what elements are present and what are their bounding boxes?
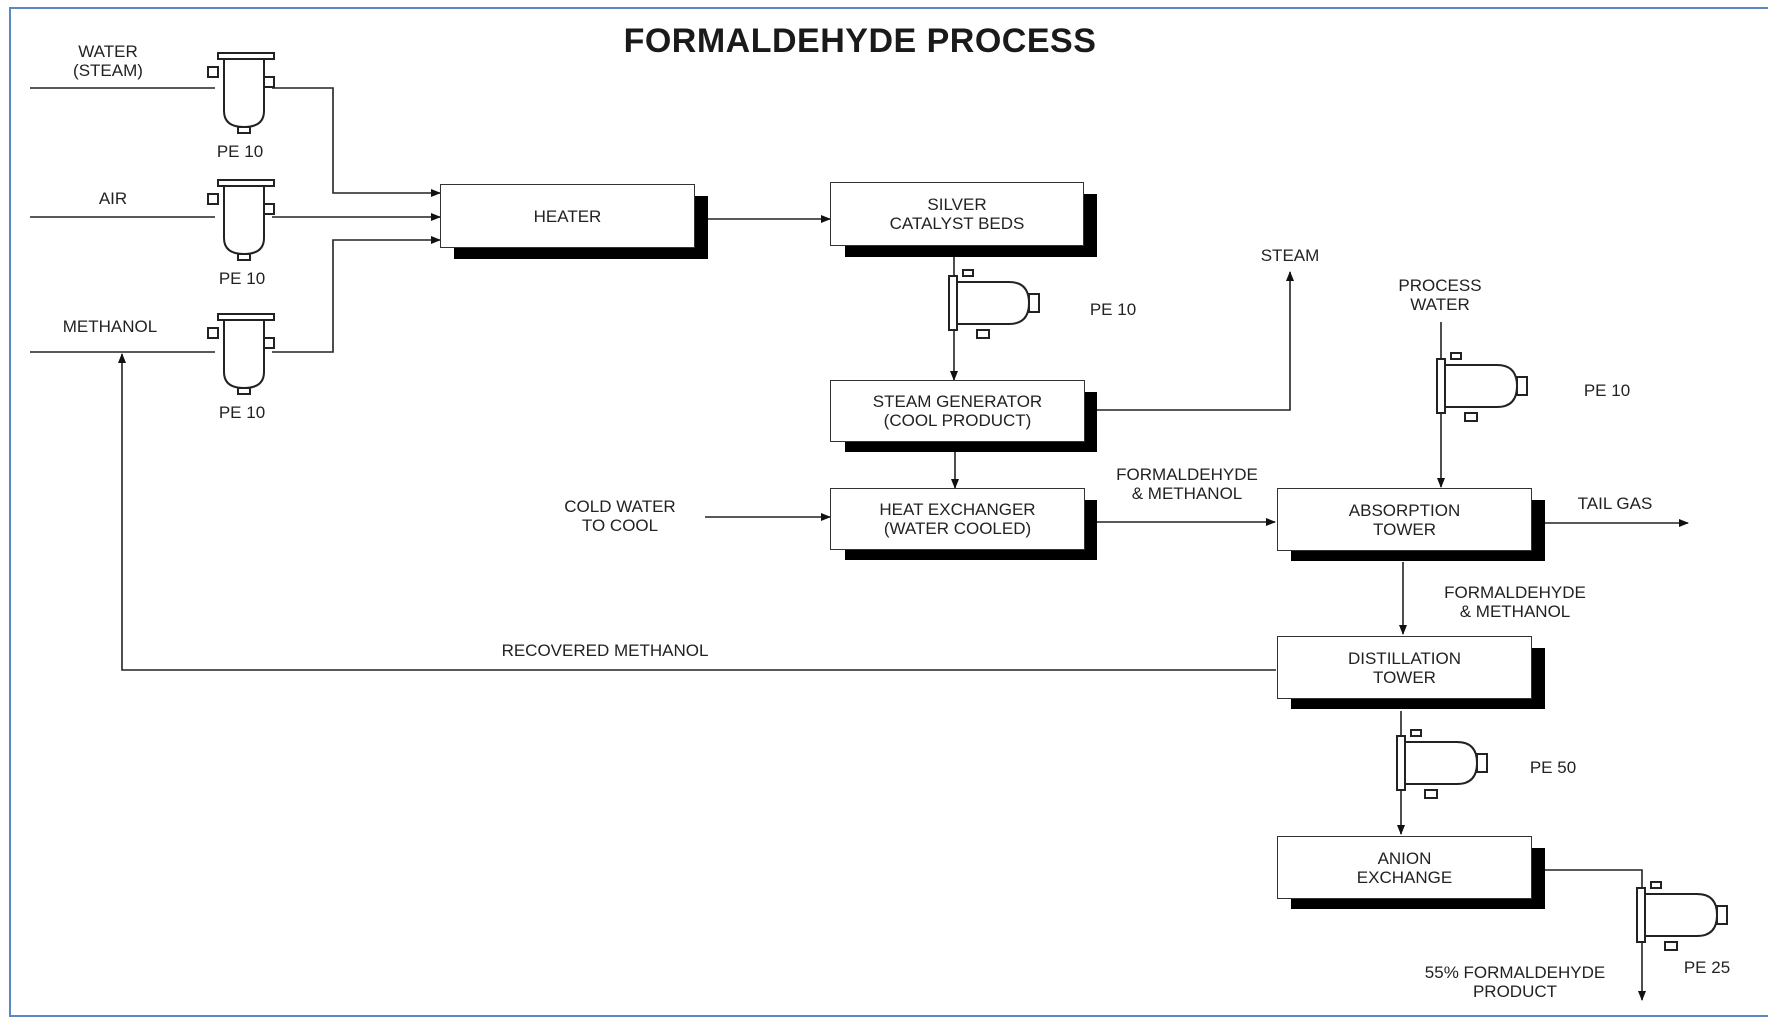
methanol-input-label: METHANOL: [62, 317, 158, 336]
horizontal-filter-icons: [948, 269, 1728, 951]
distillation-tower-box: DISTILLATION TOWER: [1277, 636, 1532, 699]
filter-water-label: PE 10: [216, 142, 264, 161]
steam-generator-box: STEAM GENERATOR (COOL PRODUCT): [830, 380, 1085, 442]
process-water-label: PROCESS WATER: [1398, 276, 1482, 314]
filter-product-icon: [1636, 881, 1728, 951]
filter-air-icon: [207, 179, 275, 261]
filter-distillation-label: PE 50: [1529, 758, 1577, 777]
filter-methanol-label: PE 10: [218, 403, 266, 422]
formaldehyde-methanol-label-2: FORMALDEHYDE & METHANOL: [1444, 583, 1586, 621]
steam-label: STEAM: [1260, 246, 1320, 265]
heat-exchanger-box: HEAT EXCHANGER (WATER COOLED): [830, 488, 1085, 550]
filter-water-icon: [207, 52, 275, 134]
diagram-title: FORMALDEHYDE PROCESS: [623, 22, 1097, 60]
product-label: 55% FORMALDEHYDE PRODUCT: [1424, 963, 1606, 1001]
water-to-heater: [272, 87, 441, 197]
recovered-methanol-label: RECOVERED METHANOL: [501, 641, 709, 660]
filter-process-water-icon: [1436, 352, 1528, 422]
anion-to-filter: [1545, 869, 1643, 900]
formaldehyde-methanol-label-1: FORMALDEHYDE & METHANOL: [1116, 465, 1258, 503]
silver-catalyst-box: SILVER CATALYST BEDS: [830, 182, 1084, 246]
filter-silver-icon: [948, 269, 1040, 339]
absorption-tower-box: ABSORPTION TOWER: [1277, 488, 1532, 551]
recovered-methanol-line: [118, 353, 1276, 671]
cold-water-label: COLD WATER TO COOL: [564, 497, 676, 535]
filter-silver-label: PE 10: [1089, 300, 1137, 319]
water-input-label: WATER (STEAM): [73, 42, 143, 80]
filter-methanol-icon: [207, 313, 275, 395]
filter-icons: [207, 52, 275, 395]
filter-product-label: PE 25: [1683, 958, 1731, 977]
filter-air-label: PE 10: [218, 269, 266, 288]
steam-out: [1095, 271, 1294, 411]
tail-gas-label: TAIL GAS: [1577, 494, 1653, 513]
filter-process-water-label: PE 10: [1583, 381, 1631, 400]
air-input-label: AIR: [98, 189, 128, 208]
methanol-to-heater: [272, 236, 441, 353]
heater-box: HEATER: [440, 184, 695, 248]
anion-exchange-box: ANION EXCHANGE: [1277, 836, 1532, 899]
filter-distillation-icon: [1396, 729, 1488, 799]
